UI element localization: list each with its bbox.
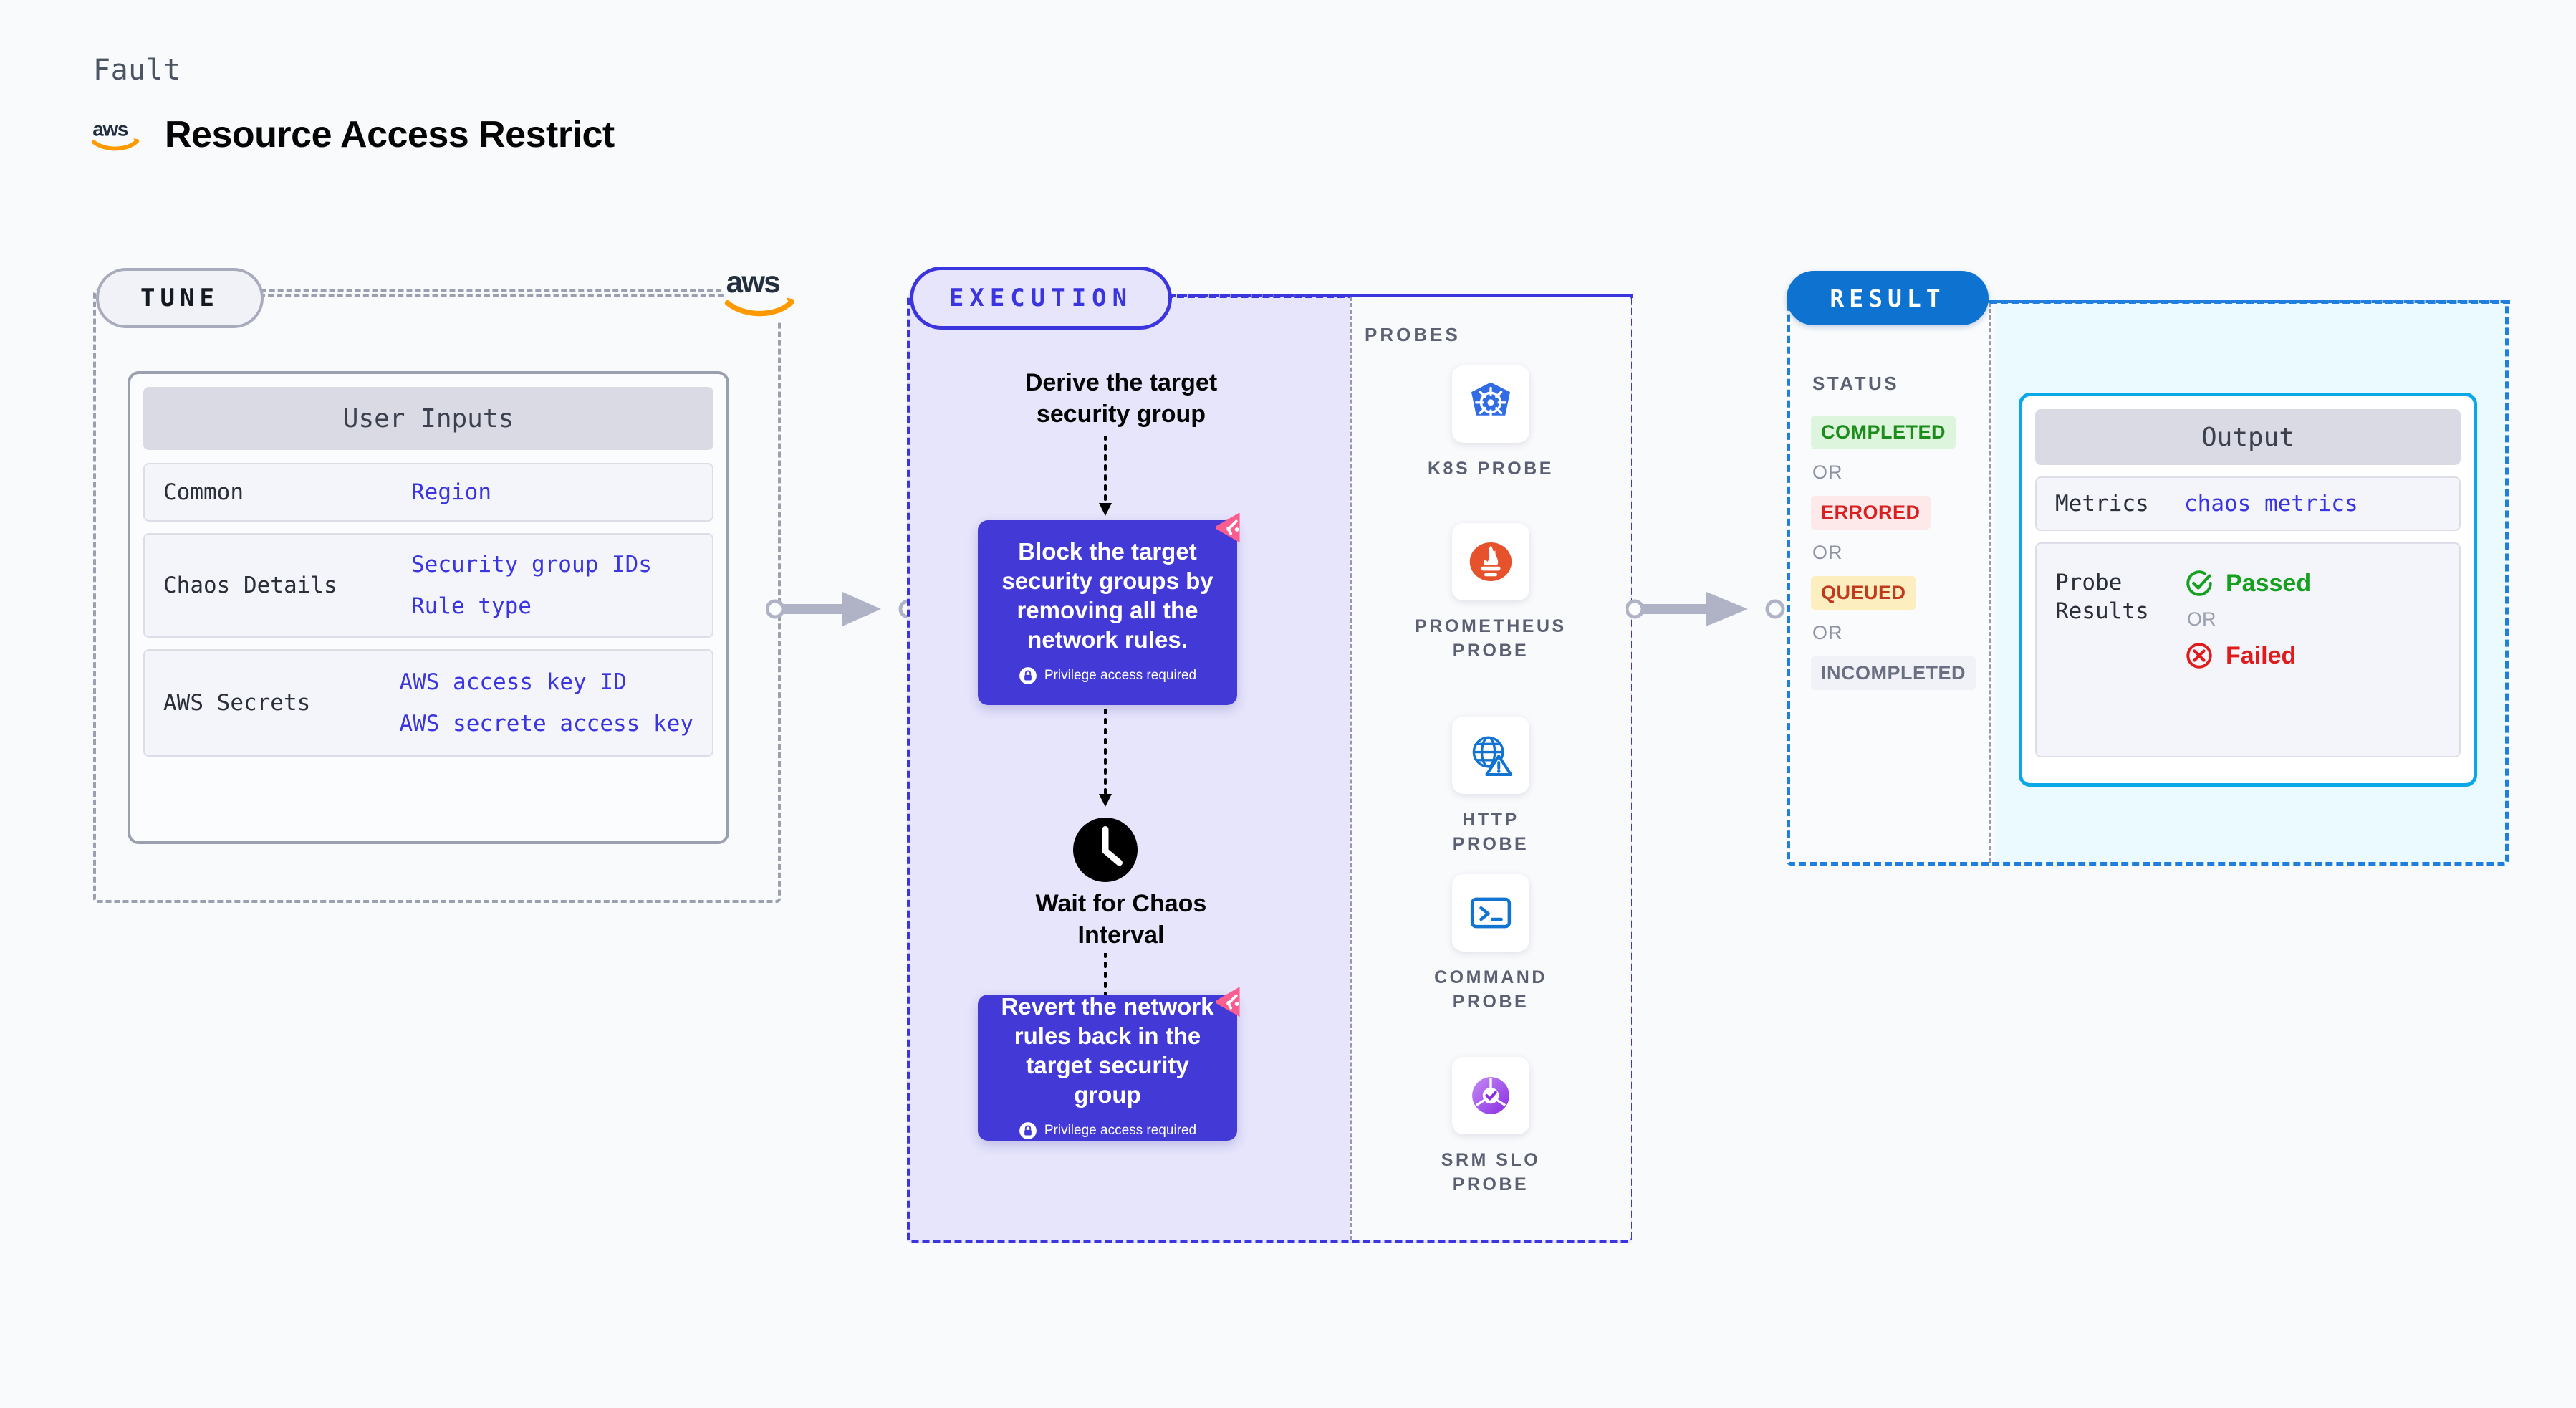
row-value: Rule type <box>411 593 532 619</box>
probe-label: HTTP PROBE <box>1452 810 1529 854</box>
probes-title: PROBES <box>1365 324 1461 345</box>
row-value: Region <box>411 479 491 505</box>
privilege-note: Privilege access required <box>1044 1122 1197 1138</box>
status-badge-queued[interactable]: QUEUED <box>1811 576 1916 610</box>
row-value: AWS secrete access key <box>399 711 693 737</box>
probe-results-values: Passed OR Failed <box>2184 568 2311 671</box>
table-row[interactable]: Metrics chaos metrics <box>2035 476 2461 531</box>
probe-item-srm-slo[interactable]: SRM SLO PROBE <box>1426 1057 1556 1197</box>
lock-icon <box>1019 1121 1037 1139</box>
row-value: Security group IDs <box>411 552 652 578</box>
x-circle-icon <box>2186 643 2212 669</box>
action-box-revert[interactable]: Revert the network rules back in the tar… <box>978 993 1237 1141</box>
svg-text:aws: aws <box>92 118 128 140</box>
or-separator: OR <box>1812 622 1843 643</box>
row-values: AWS access key ID AWS secrete access key <box>399 669 693 737</box>
litmus-logo-icon <box>1216 987 1240 1017</box>
connector-tune-to-execution <box>766 592 918 626</box>
row-label: Chaos Details <box>163 573 337 598</box>
result-stage-badge[interactable]: RESULT <box>1787 271 1989 325</box>
srm-slo-icon <box>1472 1077 1509 1114</box>
probe-item-command[interactable]: COMMAND PROBE <box>1426 874 1556 1014</box>
probe-result-failed: Failed <box>2184 641 2311 671</box>
user-inputs-card: User Inputs Common Region Chaos Details … <box>128 371 729 844</box>
flow-step-wait-label: Wait for Chaos Interval <box>1035 890 1207 949</box>
privilege-note-row: Privilege access required <box>1019 666 1196 685</box>
action-title: Block the target security groups by remo… <box>1001 538 1213 653</box>
table-row[interactable]: Common Region <box>143 463 713 522</box>
probe-tile <box>1452 523 1529 600</box>
http-globe-warning-icon <box>1472 736 1513 776</box>
probe-tile <box>1452 1057 1529 1134</box>
probe-tile <box>1452 717 1529 794</box>
litmus-logo-icon <box>1216 513 1240 543</box>
execution-header-line <box>1166 294 1633 298</box>
svg-text:aws: aws <box>726 265 780 299</box>
probe-item-http[interactable]: HTTP PROBE <box>1426 717 1556 856</box>
or-separator: OR <box>1812 542 1843 563</box>
kubernetes-icon <box>1471 382 1510 418</box>
status-badge-completed[interactable]: COMPLETED <box>1811 416 1956 449</box>
row-label: Common <box>163 479 244 505</box>
probe-item-k8s[interactable]: K8S PROBE <box>1426 365 1556 482</box>
table-row[interactable]: Chaos Details Security group IDs Rule ty… <box>143 533 713 638</box>
action-box-block[interactable]: Block the target security groups by remo… <box>978 520 1237 705</box>
lock-icon <box>1019 666 1037 684</box>
row-value: AWS access key ID <box>399 669 627 695</box>
row-values: Region <box>411 479 491 505</box>
table-row[interactable]: AWS Secrets AWS access key ID AWS secret… <box>143 649 713 757</box>
connector-execution-to-result <box>1626 592 1785 626</box>
status-badge-incompleted[interactable]: INCOMPLETED <box>1811 656 1976 690</box>
probe-tile <box>1452 874 1529 952</box>
output-header: Output <box>2035 409 2461 465</box>
privilege-note: Privilege access required <box>1044 667 1197 683</box>
passed-label: Passed <box>2226 569 2312 597</box>
probe-label: SRM SLO PROBE <box>1441 1150 1541 1194</box>
flow-step-derive: Derive the target security group <box>1024 369 1218 428</box>
probe-result-passed: Passed <box>2184 568 2311 598</box>
clock-icon <box>1073 818 1138 882</box>
status-list: COMPLETED OR ERRORED OR QUEUED OR INCOMP… <box>1811 416 1983 690</box>
failed-label: Failed <box>2226 641 2297 669</box>
fault-kicker: Fault <box>93 54 181 87</box>
page-title-row: aws Resource Access Restrict <box>92 115 615 155</box>
tune-stage-badge[interactable]: TUNE <box>96 268 264 328</box>
row-values: Security group IDs Rule type <box>411 552 652 619</box>
or-separator: OR <box>1812 461 1843 483</box>
user-inputs-header: User Inputs <box>143 387 713 450</box>
probe-label: PROMETHEUS PROBE <box>1415 616 1567 661</box>
probe-label: COMMAND PROBE <box>1434 967 1547 1012</box>
row-value: chaos metrics <box>2184 491 2358 517</box>
check-circle-icon <box>2186 570 2212 596</box>
status-badge-errored[interactable]: ERRORED <box>1811 496 1931 530</box>
probe-label: K8S PROBE <box>1428 459 1554 479</box>
tune-panel <box>93 289 781 903</box>
flow-arrow-block-to-wait <box>1099 709 1112 807</box>
status-title: STATUS <box>1812 373 1900 394</box>
result-header-line <box>1990 300 2510 304</box>
page-title: Resource Access Restrict <box>165 114 615 155</box>
or-separator: OR <box>2187 608 2216 630</box>
row-label: AWS Secrets <box>163 690 311 716</box>
prometheus-icon <box>1469 542 1512 581</box>
probe-tile <box>1452 365 1529 443</box>
flow-arrow-derive-to-block <box>1099 436 1112 516</box>
aws-logo-icon: aws <box>92 118 140 151</box>
aws-logo-icon: aws <box>724 264 802 320</box>
action-title: Revert the network rules back in the tar… <box>1001 993 1214 1108</box>
privilege-note-row: Privilege access required <box>1019 1121 1196 1140</box>
execution-stage-badge[interactable]: EXECUTION <box>910 267 1172 330</box>
terminal-icon <box>1470 897 1512 929</box>
row-label: Metrics <box>2055 491 2149 517</box>
tune-header-line <box>259 294 732 297</box>
probe-item-prometheus[interactable]: PROMETHEUS PROBE <box>1415 523 1564 663</box>
